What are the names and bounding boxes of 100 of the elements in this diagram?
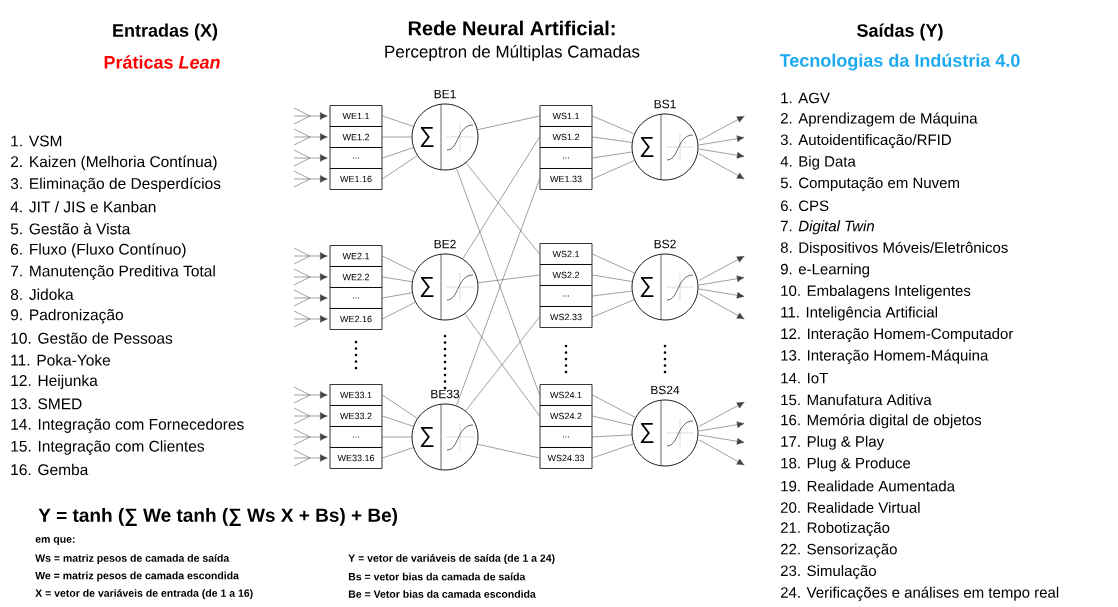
list-item: 7. Manutenção Preditiva Total [11,265,215,280]
arrow [698,255,745,281]
weight-box: WE1.2 [329,126,383,148]
connector-line [382,155,418,180]
heading: Práticas Lean [104,55,220,69]
arrow [698,288,745,299]
arrow [293,107,328,125]
connector-line [592,394,636,418]
list-item: 17. Plug & Play [781,435,885,450]
definition: Bs = vetor bias da camada de saída [348,572,526,581]
arrow [698,115,745,141]
definition: X = vetor de variáveis de entrada (de 1 a 16) [35,589,253,599]
weight-box: WE33.2 [329,405,383,427]
weight-box: ... [329,426,383,448]
list-item: 23. Simulação [780,565,876,580]
arrow [698,439,745,466]
list-item: 6. CPS [781,200,829,212]
weight-box: WS2.1 [539,243,593,265]
neuron-label: BS24 [651,385,680,395]
heading: Saídas (Y) [857,23,943,41]
formula: Y = tanh (∑ We tanh (∑ Ws X + Bs) + Be) [38,508,398,526]
list-item: 14. IoT [781,372,828,384]
connector-line [592,151,633,159]
connector-line [592,136,633,143]
weight-box: WS2.33 [539,306,593,328]
list-item: 2. Aprendizagem de Máquina [780,112,978,127]
connector-line [477,444,540,459]
arrow [698,434,745,445]
connector-line [462,136,540,259]
list-item: 13. SMED [11,398,82,410]
weight-box: WS2.2 [539,264,593,286]
connector-line [592,274,633,282]
arrow [293,428,328,446]
connector-line [382,147,414,159]
list-item: 8. Dispositivos Móveis/Eletrônicos [780,241,1008,256]
connector-line [382,447,414,459]
list-item: 20. Realidade Virtual [780,501,920,513]
subtitle: Perceptron de Múltiplas Camadas [385,45,640,61]
list-item: 2. Kaizen (Melhoria Contínua) [11,155,217,171]
title: Rede Neural Artificial: [408,20,615,36]
arrow [293,289,328,307]
connector-line [382,394,418,419]
arrow [293,310,328,328]
arrow [698,135,745,146]
connector-line [592,299,635,318]
list-item: 3. Eliminação de Desperdícios [10,177,221,193]
arrow [698,148,745,159]
weight-box: WE33.1 [329,384,383,406]
connector-line [592,434,632,438]
arrow [698,153,745,180]
heading: Entradas (X) [113,23,218,41]
arrow [293,268,328,286]
neuron-label: BS2 [654,239,676,249]
list-item: 14. Integração com Fornecedores [11,418,244,433]
weight-box: ... [539,147,593,169]
arrow [698,421,745,432]
list-item: 12. Heijunka [11,374,98,390]
connector-line [592,253,635,274]
list-item: 8. Jidoka [10,288,74,300]
list-item: 9. Padronização [10,308,123,324]
neuron-label: BE2 [434,239,456,249]
neuron-label: BS1 [654,99,676,109]
weight-box: WE2.16 [329,308,383,330]
connector-line [592,160,635,180]
connector-line [382,255,416,273]
weight-box: ... [329,147,383,169]
weight-box: WS24.33 [539,447,593,469]
list-item: 3. Autoidentificação/RFID [780,134,951,149]
arrow [293,407,328,425]
list-item: 24. Verificações e análises em tempo real [780,586,1059,601]
list-item: 15. Integração com Clientes [11,440,205,455]
connector-line [592,290,633,297]
list-item: 15. Manufatura Aditiva [781,394,932,406]
neuron-label: BE33 [431,389,460,399]
arrow [698,275,745,286]
arrow [293,128,328,146]
weight-box: WS24.2 [539,405,593,427]
weight-box: WE1.1 [329,105,383,127]
connector-line [592,443,634,459]
connector-line [465,162,540,255]
weight-box: WE1.33 [539,168,593,190]
weight-box: WS1.1 [539,105,593,127]
list-item: 10. Embalagens Inteligentes [781,285,971,299]
weight-box: WS24.1 [539,384,593,406]
list-item: 22. Sensorização [780,543,897,558]
arrow [293,170,328,188]
connector-line [382,301,416,320]
neuron-label: BE1 [434,89,456,99]
weight-box: WE1.16 [329,168,383,190]
list-item: 7. Digital Twin [781,220,874,235]
weight-box: ... [329,287,383,309]
list-item: 16. Memória digital de objetos [781,414,982,429]
definition: Be = Vetor bias da camada escondida [348,590,536,598]
definition: Y = vetor de variáveis de saída (de 1 a 24) [348,554,555,564]
list-item: 21. Robotização [780,521,890,536]
connector-line [382,115,414,127]
list-item: 12. Interação Homem-Computador [781,328,1014,343]
list-item: 11. Inteligência Artificial [781,306,937,321]
list-item: 13. Interação Homem-Máquina [781,349,989,364]
list-item: 5. Gestão à Vista [10,222,131,235]
